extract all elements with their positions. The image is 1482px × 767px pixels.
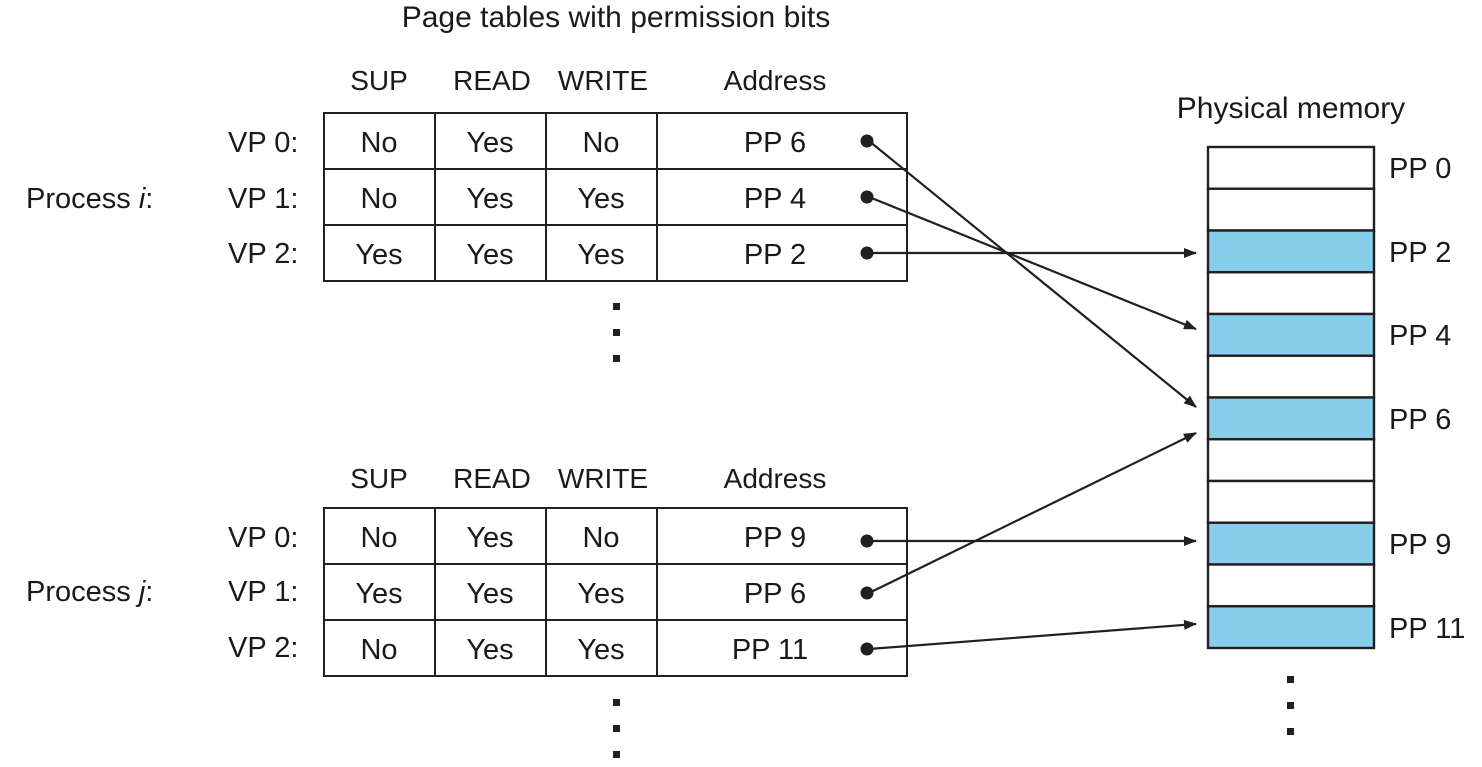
process-j-row-label-2: VP 2:: [228, 632, 298, 664]
process-j-header-write: WRITE: [558, 463, 648, 494]
process-j-cell-0-address: [656, 507, 908, 565]
memory-frame-8: [1206, 479, 1376, 524]
arrow-process-j-vp1-to-pp6: [868, 432, 1197, 594]
process-i-value-0-write: No: [582, 127, 619, 159]
process-i-value-1-write: Yes: [577, 183, 624, 215]
process-i-value-1-read: Yes: [466, 183, 513, 215]
process-j-value-1-write: Yes: [577, 578, 624, 610]
process-i-cell-0-sup: [323, 112, 436, 170]
process-j-value-2-address: PP 11: [732, 634, 808, 666]
dot-process-j-vp1: [860, 586, 874, 600]
figure-title: Page tables with permission bits: [402, 1, 831, 34]
process-i-value-2-read: Yes: [466, 239, 513, 271]
process-j-group: Process j: SUP READ WRITE Address VP 0: …: [26, 463, 908, 758]
process-i-value-0-sup: No: [360, 127, 397, 159]
memory-frame-10: [1206, 563, 1376, 608]
process-j-cell-2-write: [545, 619, 658, 677]
physical-memory-group: PP 0 PP 2 PP 4 PP 6 PP 9 PP 11: [1206, 145, 1465, 735]
process-i-value-1-sup: No: [360, 183, 397, 215]
process-j-row-label-0: VP 0:: [228, 522, 298, 554]
dot-process-i-vp0: [860, 134, 874, 148]
process-j-cell-2-sup: [323, 619, 436, 677]
memory-frame-6: [1206, 396, 1376, 441]
memory-label-9: PP 9: [1389, 529, 1451, 561]
process-j-value-0-write: No: [582, 522, 619, 554]
process-i-cell-2-read: [434, 224, 547, 282]
process-i-header-write: WRITE: [558, 65, 648, 96]
process-j-value-2-read: Yes: [466, 634, 513, 666]
arrow-process-i-vp0-to-pp6: [868, 140, 1197, 408]
dot-process-i-vp2: [860, 246, 874, 260]
memory-frame-9: [1206, 521, 1376, 566]
process-j-header-sup: SUP: [350, 463, 408, 494]
process-j-header-address: Address: [724, 463, 827, 494]
process-i-header-address: Address: [724, 65, 827, 96]
process-j-cell-1-read: [434, 563, 547, 621]
memory-label-0: PP 0: [1389, 153, 1451, 185]
process-i-ellipsis: [613, 303, 620, 362]
process-i-header-read: READ: [453, 65, 531, 96]
process-j-value-1-read: Yes: [466, 578, 513, 610]
mapping-arrows: [860, 134, 1197, 656]
memory-label-2: PP 2: [1389, 237, 1451, 269]
process-j-cell-1-sup: [323, 563, 436, 621]
memory-frame-4: [1206, 312, 1376, 357]
process-i-value-2-sup: Yes: [355, 239, 402, 271]
arrow-process-i-vp1-to-pp4: [868, 195, 1197, 331]
dot-process-j-vp2: [860, 642, 874, 656]
memory-frame-0: [1206, 145, 1376, 190]
memory-frame-5: [1206, 354, 1376, 399]
process-j-header-read: READ: [453, 463, 531, 494]
process-j-label: Process j:: [26, 576, 153, 608]
process-j-row-label-1: VP 1:: [228, 576, 298, 608]
memory-label-6: PP 6: [1389, 404, 1451, 436]
process-j-cell-2-read: [434, 619, 547, 677]
process-j-cell-1-write: [545, 563, 658, 621]
process-j-value-0-address: PP 9: [744, 522, 806, 554]
process-i-row-label-0: VP 0:: [228, 127, 298, 159]
memory-frame-11: [1206, 605, 1376, 650]
process-i-value-2-address: PP 2: [744, 239, 806, 271]
dot-process-j-vp0: [860, 534, 874, 548]
memory-frame-7: [1206, 438, 1376, 483]
process-j-value-2-write: Yes: [577, 634, 624, 666]
process-j-value-0-read: Yes: [466, 522, 513, 554]
process-j-value-1-address: PP 6: [744, 578, 806, 610]
process-i-value-2-write: Yes: [577, 239, 624, 271]
memory-frame-2: [1206, 229, 1376, 274]
dot-process-i-vp1: [860, 190, 874, 204]
process-i-cell-0-read: [434, 112, 547, 170]
process-i-value-1-address: PP 4: [744, 183, 806, 215]
process-i-group: Process i: SUP READ WRITE Address VP 0: …: [26, 65, 908, 362]
memory-label-11: PP 11: [1389, 613, 1465, 645]
process-i-value-0-address: PP 6: [744, 127, 806, 159]
memory-frame-3: [1206, 271, 1376, 316]
arrow-process-j-vp2-to-pp11: [868, 619, 1197, 651]
process-i-cell-2-sup: [323, 224, 436, 282]
process-i-header-sup: SUP: [350, 65, 408, 96]
process-j-value-1-sup: Yes: [355, 578, 402, 610]
memory-frame-1: [1206, 187, 1376, 232]
process-i-row-label-1: VP 1:: [228, 183, 298, 215]
physical-memory-ellipsis: [1287, 676, 1294, 735]
process-j-cell-0-read: [434, 507, 547, 565]
process-i-cell-1-read: [434, 168, 547, 226]
process-i-value-0-read: Yes: [466, 127, 513, 159]
process-i-label: Process i:: [26, 183, 153, 215]
process-j-value-0-sup: No: [360, 522, 397, 554]
memory-label-4: PP 4: [1389, 320, 1451, 352]
process-j-ellipsis: [613, 699, 620, 758]
process-j-value-2-sup: No: [360, 634, 397, 666]
process-i-row-label-2: VP 2:: [228, 238, 298, 270]
physical-memory-title: Physical memory: [1177, 92, 1405, 125]
